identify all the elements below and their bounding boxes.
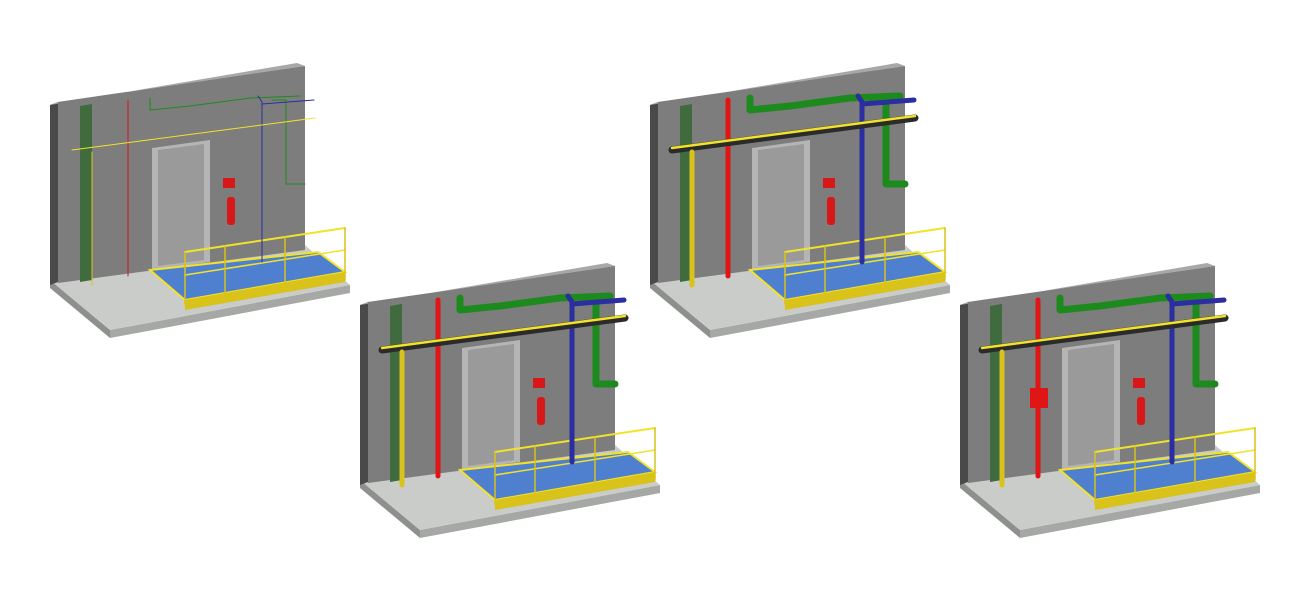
fire-extinguisher-icon [227,197,235,225]
fire-extinguisher-icon [537,397,545,425]
cable-tray-edge [980,314,1227,350]
scene-solid-pipes-with-valve [960,263,1260,538]
blue-pipe-branch [859,97,917,107]
railing-mid-rail [1094,449,1256,476]
water-pipe [149,95,301,111]
blue-pipe-branch [569,297,627,307]
slab-front-face [650,280,710,338]
platform-kickplate [185,272,345,310]
wall-side-face [50,102,58,285]
platform-kickplate [1095,472,1255,510]
scene-solid-pipes [360,263,660,538]
steel-column [80,104,92,282]
railing-top-rail [494,427,656,453]
slab-side-face [110,285,350,338]
door [468,344,514,466]
slab-front-face [50,280,110,338]
water-pipe-drop [1178,296,1219,388]
scene-solid-pipes-extended [650,63,950,338]
slab-front-face [360,480,420,538]
wall-top-face [650,63,905,105]
cable-tray-edge [670,114,917,150]
fire-sign-icon [1133,378,1145,388]
slab-front-face [960,480,1020,538]
valve-box-icon [1030,388,1048,408]
wall-top-face [360,263,615,305]
platform-kickplate [785,272,945,310]
railing-top-rail [184,227,346,253]
blue-pipe-branch [261,99,315,105]
cable-tray [978,314,1229,354]
cable-tray-edge [380,314,627,350]
fire-sign-icon [823,178,835,188]
wall-side-face [650,102,658,285]
railing-mid-rail [784,249,946,276]
cable-tray [71,117,316,151]
railing-mid-rail [184,249,346,276]
slab-side-face [710,285,950,338]
water-pipe-drop [578,296,619,388]
water-pipe [1056,292,1214,314]
blue-pipe [257,95,263,263]
water-pipe-drop [271,99,306,185]
fire-extinguisher-icon [827,197,835,225]
fire-sign-icon [223,178,235,188]
water-pipe-drop [868,96,909,188]
fire-extinguisher-icon [1137,397,1145,425]
slab-side-face [420,485,660,538]
railing-top-rail [1094,427,1256,453]
wall-side-face [360,302,368,485]
door [758,144,804,266]
railing-top-rail [784,227,946,253]
cable-tray [668,114,919,154]
door [1068,344,1114,466]
wall-side-face [960,302,968,485]
blue-pipe-branch [1169,297,1227,307]
scene-wireframe-pipes [50,63,350,338]
wall-top-face [50,63,305,105]
railing-mid-rail [494,449,656,476]
slab-side-face [1020,485,1260,538]
wall-top-face [960,263,1215,305]
cable-tray [378,314,629,354]
platform-kickplate [495,472,655,510]
door [158,144,204,266]
fire-sign-icon [533,378,545,388]
water-pipe [746,92,904,114]
water-pipe [456,292,614,314]
